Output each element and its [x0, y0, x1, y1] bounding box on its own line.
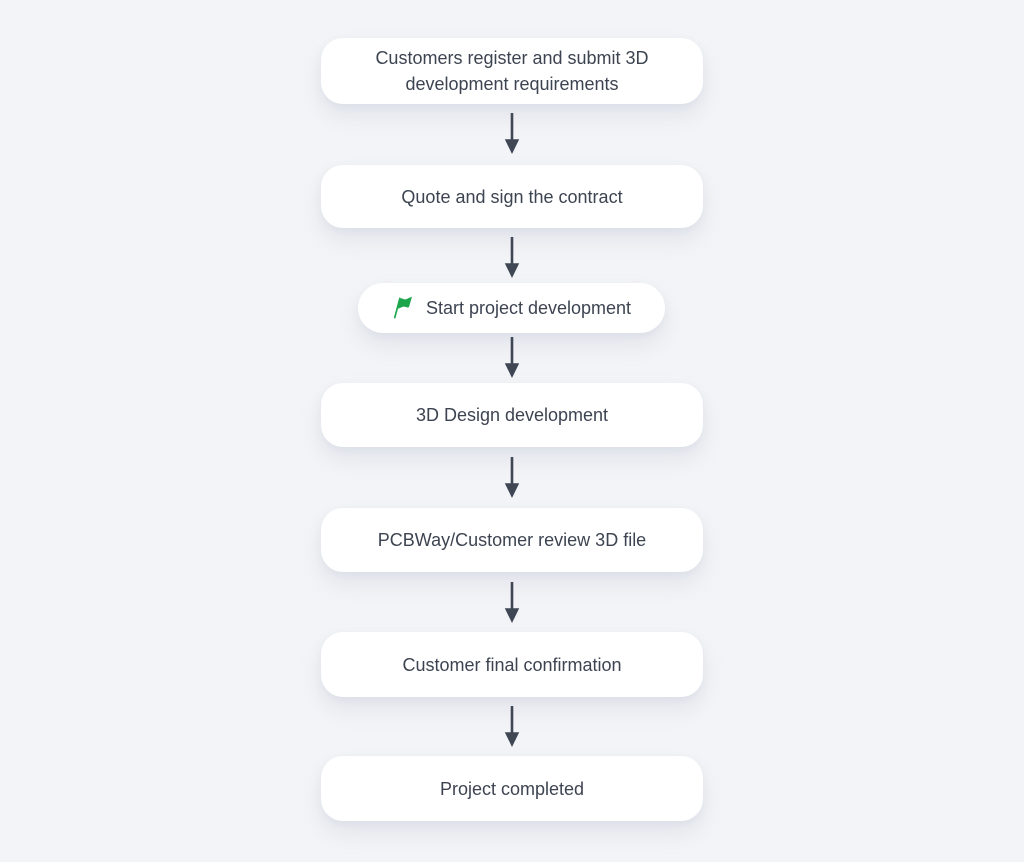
arrow-down-icon — [504, 337, 520, 378]
step-label: Quote and sign the contract — [401, 186, 623, 207]
step-customers-register: Customers register and submit 3D develop… — [321, 38, 703, 104]
arrow-down-icon — [504, 706, 520, 747]
step-quote-contract: Quote and sign the contract — [321, 165, 703, 228]
step-label: Project completed — [439, 778, 585, 799]
step-final-confirmation: Customer final confirmation — [321, 632, 703, 697]
step-label: Customer final confirmation — [402, 654, 622, 675]
step-label: Start project development — [425, 298, 632, 318]
step-label: 3D Design development — [415, 405, 609, 425]
step-review-3d-file: PCBWay/Customer review 3D file — [321, 508, 703, 572]
arrow-down-icon — [504, 457, 520, 498]
arrow-down-icon — [504, 113, 520, 154]
arrow-down-icon — [504, 582, 520, 623]
arrow-down-icon — [504, 237, 520, 278]
step-label: Customers register and submit 3D develop… — [375, 48, 649, 94]
green-flag-icon — [393, 296, 412, 319]
step-start-project: Start project development — [358, 283, 665, 333]
step-label: PCBWay/Customer review 3D file — [377, 530, 647, 550]
step-3d-design: 3D Design development — [321, 383, 703, 447]
step-project-completed: Project completed — [321, 756, 703, 821]
